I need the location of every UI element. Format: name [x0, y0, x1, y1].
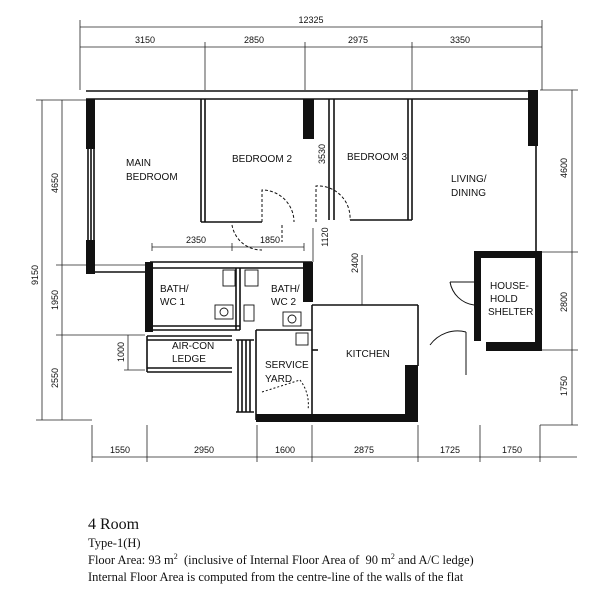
dim-bottom-2: 2950 — [194, 445, 214, 455]
dim-left-1: 4650 — [50, 173, 60, 193]
dim-bottom-3: 1600 — [275, 445, 295, 455]
dim-right-2: 2800 — [559, 292, 569, 312]
dim-corridor: 1120 — [320, 227, 330, 246]
caption-type: Type-1(H) — [88, 536, 141, 550]
dim-left-total: 9150 — [30, 265, 40, 285]
dim-bottom-5: 1725 — [440, 445, 460, 455]
dim-bath-2: 1850 — [260, 235, 280, 245]
dim-bedroom3-depth: 3530 — [317, 144, 327, 164]
room-label-main-bedroom-2: BEDROOM — [126, 172, 178, 183]
dim-kitchen-depth: 2400 — [350, 253, 360, 273]
left-dimension-lines — [36, 99, 145, 421]
room-label-bath2-2: WC 2 — [271, 297, 296, 308]
service-yard-fixture — [295, 332, 309, 346]
room-label-bath1-1: BATH/ — [160, 284, 189, 295]
dim-top-2: 2850 — [244, 35, 264, 45]
dim-right-3: 1750 — [559, 376, 569, 396]
dim-left-2: 1950 — [50, 290, 60, 310]
room-label-service-yard-1: SERVICE — [265, 360, 309, 371]
bath1-fixtures — [214, 269, 236, 320]
room-label-shelter-2: HOLD — [490, 294, 518, 305]
room-label-shelter-1: HOUSE- — [490, 281, 529, 292]
top-dimension-lines — [79, 20, 543, 90]
dim-top-3: 2975 — [348, 35, 368, 45]
floor-plan: 12325 3150 2850 2975 3350 1550 2950 1600… — [30, 15, 578, 462]
bottom-dimension-lines — [91, 425, 577, 462]
room-label-bedroom-2: BEDROOM 2 — [232, 154, 292, 165]
dim-left-3: 2550 — [50, 368, 60, 388]
dim-top-4: 3350 — [450, 35, 470, 45]
floor-area-mid: (inclusive of Internal Floor Area of 90 … — [177, 553, 391, 567]
dim-right-1: 4600 — [559, 158, 569, 178]
room-label-aircon-1: AIR-CON — [172, 341, 214, 352]
room-label-aircon-2: LEDGE — [172, 354, 206, 365]
walls — [86, 90, 537, 420]
room-label-bedroom-3: BEDROOM 3 — [347, 152, 407, 163]
dim-top-total: 12325 — [298, 15, 323, 25]
dim-bottom-1: 1550 — [110, 445, 130, 455]
room-label-bath1-2: WC 1 — [160, 297, 185, 308]
room-label-service-yard-2: YARD — [265, 374, 292, 385]
dim-bath-1: 2350 — [186, 235, 206, 245]
bath2-fixtures — [243, 269, 302, 327]
room-label-main-bedroom-1: MAIN — [126, 158, 151, 169]
inner-dimension-lines — [151, 228, 363, 305]
door-swings — [231, 185, 475, 411]
room-label-living-2: DINING — [451, 188, 486, 199]
dim-aircon-depth: 1000 — [116, 342, 126, 362]
room-label-kitchen: KITCHEN — [346, 349, 390, 360]
plan-caption: 4 Room Type-1(H) Floor Area: 93 m2 (incl… — [88, 516, 598, 586]
caption-internal-note: Internal Floor Area is computed from the… — [88, 570, 464, 584]
thick-walls — [86, 90, 542, 422]
caption-floor-area: Floor Area: 93 m2 (inclusive of Internal… — [88, 552, 598, 569]
room-label-living-1: LIVING/ — [451, 174, 487, 185]
room-label-shelter-3: SHELTER — [488, 307, 533, 318]
floor-area-sup-2: 2 — [390, 551, 395, 561]
dim-top-1: 3150 — [135, 35, 155, 45]
floor-area-suffix: and A/C ledge) — [394, 553, 474, 567]
room-label-bath2-1: BATH/ — [271, 284, 300, 295]
right-dimension-lines — [540, 89, 578, 426]
dim-bottom-4: 2875 — [354, 445, 374, 455]
caption-title: 4 Room — [88, 516, 140, 533]
dim-bottom-6: 1750 — [502, 445, 522, 455]
floor-area-sup-1: 2 — [173, 551, 178, 561]
floor-area-prefix: Floor Area: 93 m — [88, 553, 174, 567]
